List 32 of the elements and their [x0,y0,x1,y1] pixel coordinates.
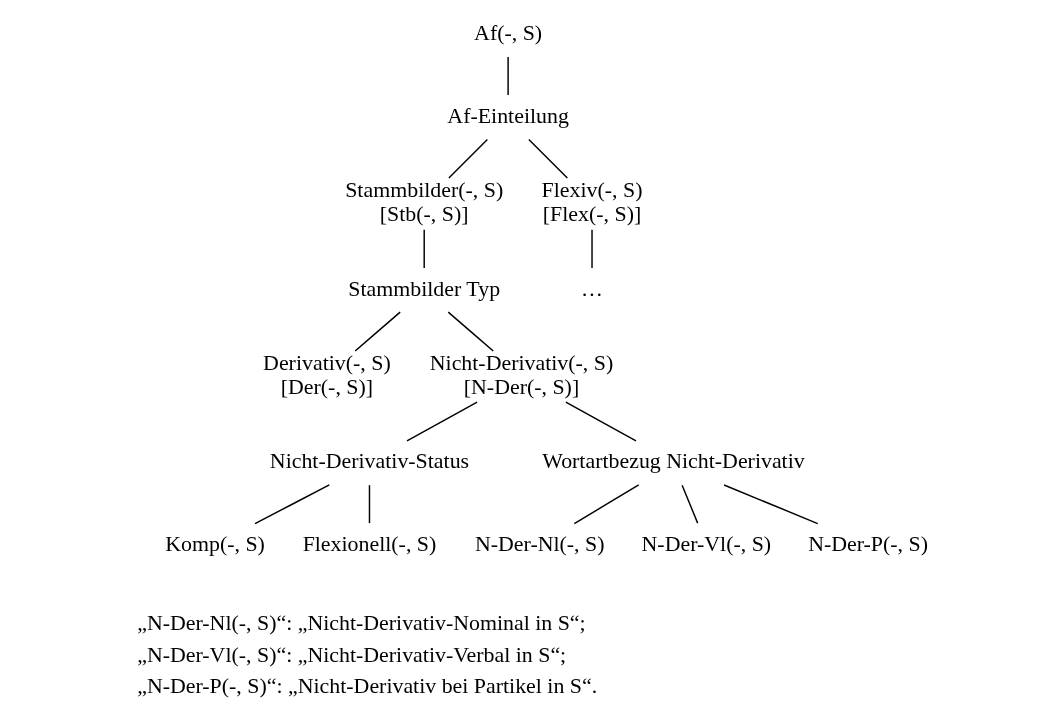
node-text: Komp(-, S) [164,531,265,556]
connector [447,138,488,179]
node-text: Flexiv(-, S) [Flex(-, S)] [541,178,642,227]
connector [573,484,639,525]
connector [368,484,370,524]
node-text: N-Der-Vl(-, S) [641,531,771,556]
connector [590,229,593,269]
node-text: N-Der-P(-, S) [807,531,928,556]
connector [447,311,494,352]
connector [680,484,698,524]
node-text: Stammbilder Typ [347,276,500,301]
connector [253,484,330,525]
node-text: Af-Einteilung [446,103,569,128]
label: „N-Der-Nl(-, S)“: „Nicht-Derivativ-Nominal in S“; [136,610,586,635]
connector [422,229,425,269]
node-text: Flexionell(-, S) [302,531,436,556]
node-text: Stammbilder(-, S) [Stb(-, S)] [344,178,503,227]
node-text: Wortartbezug Nicht-Derivativ [541,449,805,474]
node-text: Nicht-Derivativ(-, S) [N-Der(-, S)] [429,350,613,400]
node-text: Af(-, S) [473,21,542,46]
connector [405,401,478,442]
connector [353,311,401,352]
node-text: Derivativ(-, S) [Der(-, S)] [262,350,391,400]
label: „N-Der-P(-, S)“: „Nicht-Derivativ bei Partikel in S“. [136,674,597,699]
node-text: Nicht-Derivativ-Status [269,449,469,474]
connector [527,138,568,179]
connector [722,484,818,525]
node-text: … [580,276,603,301]
label: „N-Der-Vl(-, S)“: „Nicht-Derivativ-Verbal in S“; [136,642,566,667]
node-text: N-Der-Nl(-, S) [474,531,605,556]
connector [564,401,637,442]
connector [506,56,509,96]
